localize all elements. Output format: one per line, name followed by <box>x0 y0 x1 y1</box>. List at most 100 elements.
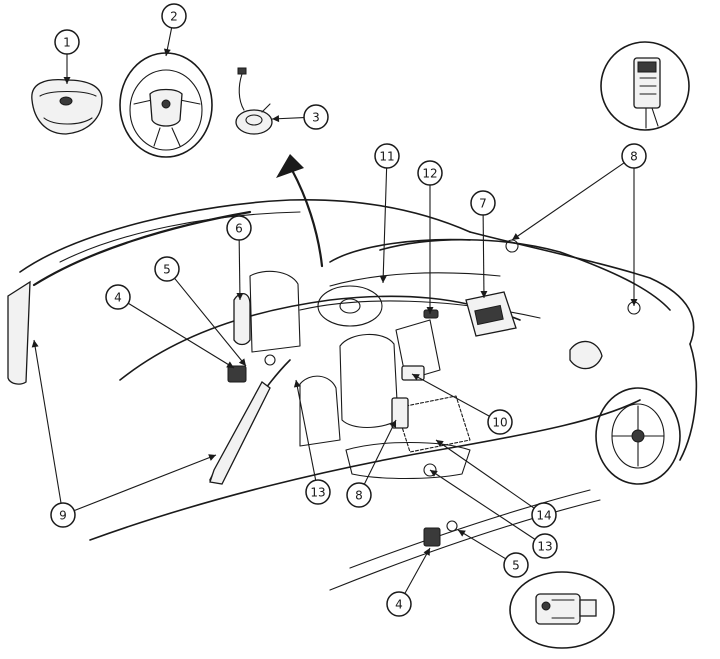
leader-lines <box>31 27 638 594</box>
callout-circle <box>386 591 412 617</box>
callout-label: 4 <box>114 291 122 305</box>
callout-label: 4 <box>395 598 403 612</box>
leader-line-c8a <box>511 162 625 241</box>
callout-circle <box>50 502 76 528</box>
callout-label: 13 <box>310 486 325 500</box>
callout-label: 8 <box>630 150 638 164</box>
callout-c6: 6 <box>226 215 252 241</box>
leader-line-c3-arrowhead <box>272 115 280 123</box>
callout-label: 1 <box>63 36 71 50</box>
front-impact-sensor-inset <box>600 41 690 131</box>
leader-line-c4a <box>127 302 235 369</box>
extra-leader-1 <box>73 454 217 512</box>
callout-label: 2 <box>170 10 178 24</box>
leader-line-c7 <box>482 214 485 299</box>
steering-wheel <box>119 52 213 158</box>
leader-line-c6-arrowhead <box>236 292 244 300</box>
leader-line-c11 <box>382 167 388 284</box>
callout-label: 7 <box>479 197 487 211</box>
callout-circle <box>503 552 529 578</box>
callout-circle <box>470 190 496 216</box>
leader-line-c7-arrowhead <box>480 290 488 298</box>
callout-circle <box>154 256 180 282</box>
callout-label: 5 <box>512 559 520 573</box>
leader-line-c13a-arrowhead <box>293 380 301 388</box>
extra-leader-0-arrowhead <box>630 299 638 306</box>
leader-line-c1-arrowhead <box>63 77 71 84</box>
callout-c1: 1 <box>54 29 80 55</box>
callout-c12: 12 <box>417 160 443 186</box>
callout-c11: 11 <box>374 143 400 169</box>
interior-seats <box>249 270 471 480</box>
side-impact-sensor-inset <box>509 571 615 649</box>
driver-airbag-module <box>31 78 103 135</box>
callout-circle <box>374 143 400 169</box>
callout-label: 6 <box>235 222 243 236</box>
callout-c8b: 8 <box>346 482 372 508</box>
callout-c13b: 13 <box>532 533 558 559</box>
leader-line-c4b-arrowhead <box>423 548 430 556</box>
clock-spring <box>235 67 273 135</box>
callout-circle <box>346 482 372 508</box>
callout-label: 9 <box>59 509 67 523</box>
leader-line-c14-arrowhead <box>436 440 444 447</box>
callout-label: 5 <box>163 263 171 277</box>
callout-circle <box>487 409 513 435</box>
leader-line-c10-arrowhead <box>412 374 420 381</box>
vehicle-body-outline <box>7 198 698 591</box>
leader-line-c6 <box>238 239 241 301</box>
callout-c10: 10 <box>487 409 513 435</box>
leader-line-c2-arrowhead <box>163 48 171 56</box>
leader-line-c8b-arrowhead <box>389 420 397 428</box>
callout-label: 3 <box>312 111 320 125</box>
callout-circle <box>303 104 329 130</box>
callout-circle <box>532 533 558 559</box>
callout-c5a: 5 <box>154 256 180 282</box>
leader-line-c5b <box>457 529 507 560</box>
callout-c3: 3 <box>303 104 329 130</box>
leader-line-c10 <box>411 373 490 417</box>
callout-label: 12 <box>422 167 437 181</box>
callout-label: 8 <box>355 489 363 503</box>
callout-circle <box>417 160 443 186</box>
leader-line-c13b-arrowhead <box>430 470 438 477</box>
exploded-view-arrow <box>276 154 324 268</box>
callout-label: 10 <box>492 416 507 430</box>
leader-line-c5a-arrowhead <box>238 358 246 366</box>
callout-circle <box>305 479 331 505</box>
leader-line-c12-arrowhead <box>426 307 434 314</box>
leader-line-c8a-arrowhead <box>512 233 520 240</box>
callout-c13a: 13 <box>305 479 331 505</box>
callout-c8a: 8 <box>621 143 647 169</box>
extra-leader-1-arrowhead <box>208 454 216 461</box>
callout-c9: 9 <box>50 502 76 528</box>
callout-circle <box>54 29 80 55</box>
callout-circle <box>531 502 557 528</box>
callout-circle <box>621 143 647 169</box>
leader-line-c9-arrowhead <box>31 340 39 348</box>
callout-circle <box>226 215 252 241</box>
callout-c7: 7 <box>470 190 496 216</box>
callout-c14: 14 <box>531 502 557 528</box>
leader-line-c8b <box>363 419 397 485</box>
callout-circle <box>161 3 187 29</box>
callout-c2: 2 <box>161 3 187 29</box>
leader-line-c4a-arrowhead <box>226 361 234 368</box>
leader-line-c9 <box>33 339 62 504</box>
callout-c4b: 4 <box>386 591 412 617</box>
leader-line-c11-arrowhead <box>379 275 387 283</box>
leader-line-c5b-arrowhead <box>458 530 466 537</box>
callout-c5b: 5 <box>503 552 529 578</box>
callout-label: 14 <box>536 509 551 523</box>
leader-line-c13a <box>295 379 317 481</box>
modules-in-vehicle <box>227 239 641 547</box>
leader-line-c14 <box>435 439 535 509</box>
leader-line-c4b <box>404 547 431 594</box>
leader-line-c13b <box>429 469 536 540</box>
leader-line-c5a <box>174 277 247 367</box>
callout-circle <box>105 284 131 310</box>
callout-c4a: 4 <box>105 284 131 310</box>
